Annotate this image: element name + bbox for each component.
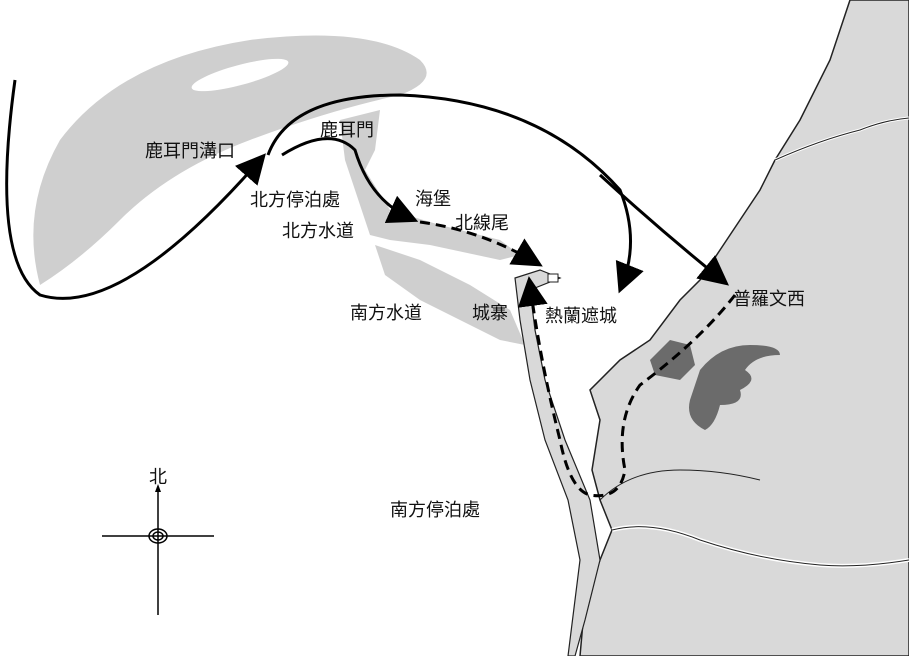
label-beixianwei: 北線尾: [455, 213, 509, 234]
zeelandia-fort: [547, 273, 559, 283]
label-north-channel: 北方水道: [282, 221, 354, 242]
inland-lake: [689, 345, 780, 430]
route-land: [517, 276, 737, 498]
label-north-anchorage: 北方停泊處: [250, 190, 340, 211]
compass-icon: [102, 484, 214, 615]
compass-north-label: 北: [149, 467, 167, 488]
label-south-channel: 南方水道: [350, 303, 422, 324]
route-to-provintia: [598, 173, 730, 286]
mainland: [579, 0, 909, 656]
river: [611, 526, 909, 567]
label-luermen-mouth: 鹿耳門溝口: [145, 141, 235, 162]
sand-bank: [33, 35, 427, 285]
route-channel: [281, 137, 419, 224]
label-south-anchorage: 南方停泊處: [390, 500, 480, 521]
label-sea-fort: 海堡: [415, 189, 451, 210]
river: [774, 117, 909, 161]
label-zeelandia: 熱蘭遮城: [545, 306, 617, 327]
river: [599, 469, 761, 501]
label-fortress: 城寨: [472, 303, 508, 324]
route-approach: [5, 79, 266, 300]
label-luermen: 鹿耳門: [320, 120, 374, 141]
label-provintia: 普羅文西: [733, 289, 805, 310]
sand-bank-hole: [191, 58, 289, 92]
south-bank: [375, 245, 525, 345]
route-arc: [266, 93, 644, 294]
